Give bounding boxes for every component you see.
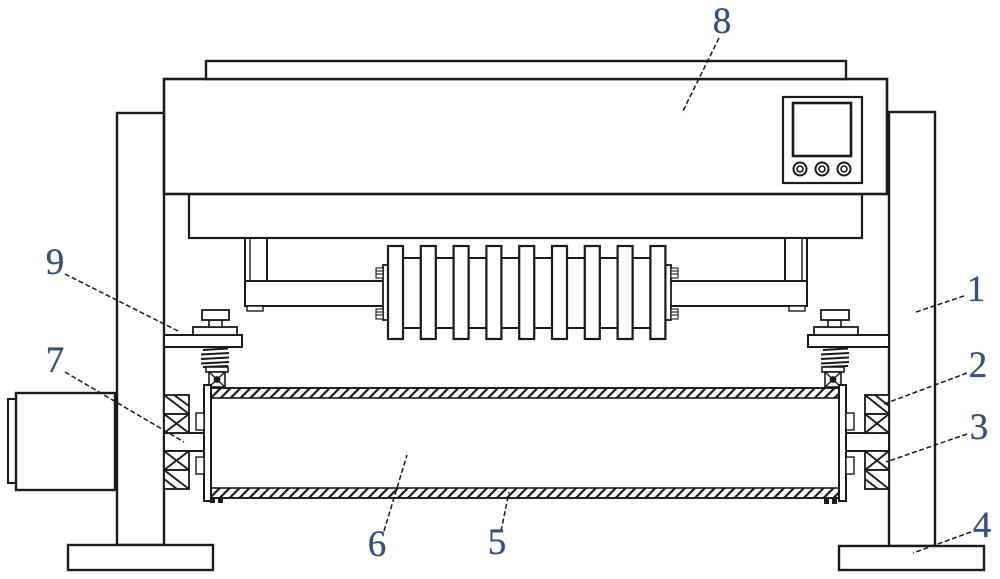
display-screen xyxy=(791,101,853,158)
left-base-foot xyxy=(66,543,215,572)
left-bolt-cap xyxy=(201,309,230,321)
right-adjust-nut xyxy=(824,371,842,388)
motor-body xyxy=(14,391,117,492)
left-clamp-lower xyxy=(195,456,205,475)
lower-roller xyxy=(163,384,890,504)
part-label-7: 7 xyxy=(45,340,65,381)
roller-end-plate-right xyxy=(838,384,847,502)
drive-motor xyxy=(7,391,117,492)
lower-sub-frame xyxy=(187,192,864,240)
left-bolt-stem xyxy=(208,319,223,328)
right-bolt-cap xyxy=(820,309,850,321)
part-label-2: 2 xyxy=(968,345,988,386)
main-housing xyxy=(162,77,889,196)
end-plate-studs xyxy=(375,267,679,320)
left-spring-tensioner xyxy=(163,309,243,388)
panel-button-2 xyxy=(814,161,830,177)
right-clamp-upper xyxy=(845,412,855,431)
left-bearing-stack xyxy=(163,394,190,490)
panel-button-3 xyxy=(836,161,852,177)
fastener-marks xyxy=(210,497,837,504)
left-mount-plate xyxy=(163,334,243,348)
leader-line-5 xyxy=(500,491,510,532)
left-upper-plate xyxy=(192,326,238,336)
part-label-8: 8 xyxy=(712,1,732,42)
upper-roller-assembly xyxy=(244,237,808,341)
roller-body xyxy=(209,387,841,499)
roller-end-plate-left xyxy=(203,384,212,502)
right-bearing-stack xyxy=(864,394,890,490)
control-panel xyxy=(781,95,864,185)
right-support-column xyxy=(887,110,937,548)
roller-discs xyxy=(386,244,667,341)
part-label-4: 4 xyxy=(972,505,992,546)
part-label-5: 5 xyxy=(487,522,507,563)
leader-line-7 xyxy=(64,371,185,443)
leader-line-9 xyxy=(64,273,181,333)
top-cover-plate xyxy=(204,59,848,81)
shaft-end-pad-left xyxy=(246,305,264,312)
part-label-3: 3 xyxy=(969,407,989,448)
right-base-foot xyxy=(837,544,986,572)
roller-shaft-right xyxy=(845,432,890,452)
right-mount-plate xyxy=(807,334,890,348)
right-hanger-bracket xyxy=(784,237,808,282)
panel-button-1 xyxy=(792,161,808,177)
right-bolt-stem xyxy=(827,319,842,328)
right-clamp-lower xyxy=(845,456,855,475)
part-label-9: 9 xyxy=(45,242,65,283)
left-hanger-bracket xyxy=(244,237,268,282)
shaft-end-pad-right xyxy=(788,305,806,312)
roller-bottom-wall xyxy=(209,487,841,499)
leader-line-4 xyxy=(912,531,972,554)
right-spring-coil xyxy=(820,347,850,368)
left-support-column xyxy=(115,111,166,547)
right-spring-tensioner xyxy=(807,309,890,388)
machine-frame xyxy=(66,59,986,572)
roller-top-wall xyxy=(209,387,841,399)
leader-line-3 xyxy=(885,433,968,463)
leader-line-1 xyxy=(915,295,965,313)
leader-lines xyxy=(64,37,972,554)
leader-line-6 xyxy=(383,454,408,532)
left-clamp-upper xyxy=(195,412,205,431)
left-spring-coil xyxy=(200,347,230,368)
part-label-1: 1 xyxy=(966,269,986,310)
right-upper-plate xyxy=(813,326,859,336)
part-label-6: 6 xyxy=(367,524,387,565)
leader-line-8 xyxy=(681,37,720,114)
